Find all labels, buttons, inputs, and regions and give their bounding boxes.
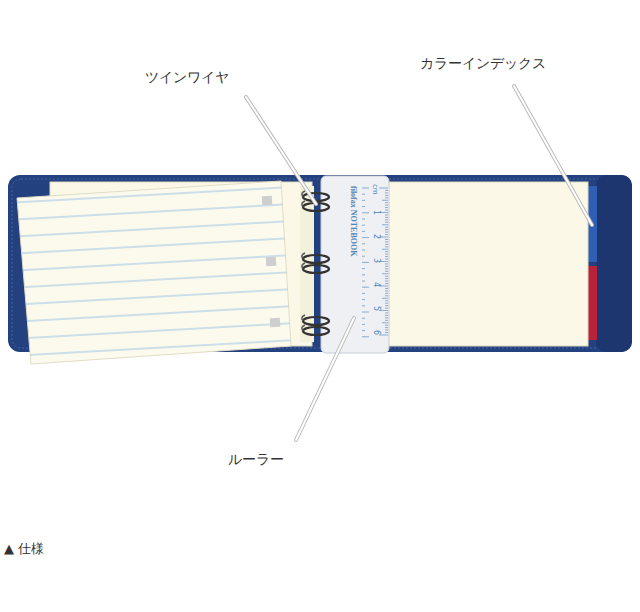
ruler-number: 5 [372, 306, 380, 311]
right-page [388, 182, 588, 346]
section-heading: ▲ 仕様 [4, 542, 44, 555]
callout-label: ツインワイヤ [145, 70, 229, 84]
ruler-number: 2 [372, 234, 380, 239]
ruler-unit: cm [371, 184, 378, 195]
ruler-brand: filofax NOTEBOOK [349, 186, 357, 256]
ruler-number: 6 [372, 330, 380, 335]
ruler [321, 176, 389, 353]
callout-label: ルーラー [228, 452, 284, 466]
callout-label: カラーインデックス [420, 56, 546, 70]
ruler-ticks [362, 188, 388, 337]
flipped-card [17, 181, 291, 364]
ruler-number: 1 [372, 210, 380, 215]
twin-wire [302, 191, 329, 335]
ruler-number: 4 [372, 282, 380, 287]
leader-lines [246, 86, 592, 440]
closure-band [596, 175, 632, 352]
ruler-number: 3 [372, 258, 380, 263]
